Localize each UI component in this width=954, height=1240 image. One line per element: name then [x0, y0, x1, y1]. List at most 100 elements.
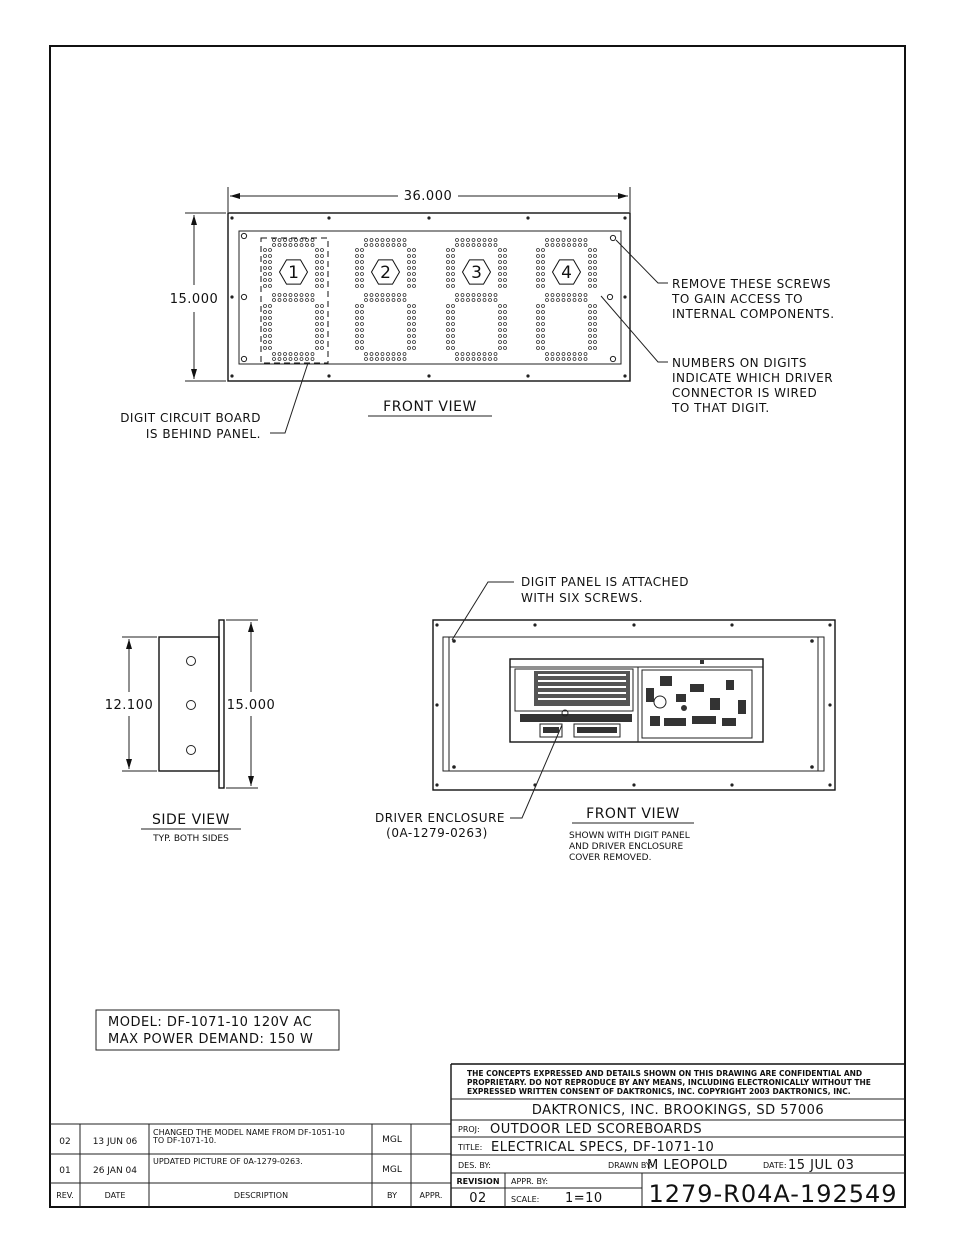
led-pixel	[407, 266, 411, 270]
led-pixel	[482, 243, 487, 247]
led-pixel	[397, 238, 401, 242]
svg-text:NUMBERS ON DIGITS: NUMBERS ON DIGITS	[672, 356, 807, 370]
led-pixel	[593, 266, 597, 270]
led-pixel	[583, 357, 588, 361]
led-pixel	[364, 238, 368, 242]
led-pixel	[320, 284, 324, 288]
led-pixel	[482, 293, 487, 297]
led-pixel	[320, 328, 324, 332]
svg-text:13 JUN 06: 13 JUN 06	[93, 1137, 138, 1147]
led-pixel	[315, 254, 319, 258]
led-pixel	[446, 284, 450, 288]
led-pixel	[277, 352, 282, 356]
led-pixel	[412, 340, 416, 344]
led-pixel	[263, 278, 267, 282]
led-pixel	[320, 316, 324, 320]
led-pixel	[545, 293, 549, 297]
led-pixel	[288, 298, 293, 302]
led-pixel	[364, 243, 368, 247]
led-pixel	[360, 260, 364, 264]
svg-text:02: 02	[59, 1137, 70, 1147]
led-pixel	[503, 310, 507, 314]
led-pixel	[263, 310, 267, 314]
led-pixel	[299, 293, 304, 297]
led-pixel	[355, 328, 359, 332]
led-pixel	[263, 260, 267, 264]
led-pixel	[471, 293, 476, 297]
led-pixel	[277, 238, 282, 242]
led-pixel	[588, 310, 592, 314]
led-pixel	[263, 322, 267, 326]
led-pixel	[572, 352, 577, 356]
note-digit-numbers: NUMBERS ON DIGITS INDICATE WHICH DRIVER …	[671, 356, 833, 415]
led-pixel	[268, 304, 272, 308]
led-pixel	[593, 328, 597, 332]
led-pixel	[593, 254, 597, 258]
led-pixel	[593, 334, 597, 338]
led-pixel	[402, 357, 407, 361]
led-pixel	[407, 334, 411, 338]
led-pixel	[541, 334, 545, 338]
led-pixel	[283, 243, 287, 247]
led-pixel	[493, 357, 498, 361]
led-pixel	[355, 316, 359, 320]
digit-number: 2	[380, 263, 391, 283]
led-pixel	[460, 238, 465, 242]
led-pixel	[503, 304, 507, 308]
led-pixel	[360, 334, 364, 338]
led-pixel	[451, 316, 455, 320]
led-pixel	[588, 248, 592, 252]
led-pixel	[498, 310, 502, 314]
dim-height: 15.000	[170, 292, 219, 307]
led-pixel	[283, 357, 287, 361]
led-pixel	[583, 238, 588, 242]
led-pixel	[355, 304, 359, 308]
led-pixel	[386, 243, 390, 247]
led-pixel	[451, 304, 455, 308]
led-pixel	[593, 340, 597, 344]
led-pixel	[268, 346, 272, 350]
led-pixel	[299, 243, 304, 247]
led-pixel	[593, 310, 597, 314]
led-pixel	[498, 322, 502, 326]
led-pixel	[446, 254, 450, 258]
led-pixel	[536, 334, 540, 338]
led-pixel	[369, 357, 374, 361]
led-pixel	[263, 248, 267, 252]
svg-text:WITH SIX SCREWS.: WITH SIX SCREWS.	[521, 591, 643, 605]
led-pixel	[455, 352, 459, 356]
led-pixel	[556, 293, 560, 297]
led-pixel	[360, 304, 364, 308]
led-pixel	[541, 266, 545, 270]
led-pixel	[588, 340, 592, 344]
led-pixel	[355, 266, 359, 270]
led-pixel	[583, 298, 588, 302]
led-pixel	[556, 298, 560, 302]
led-pixel	[503, 248, 507, 252]
led-pixel	[407, 254, 411, 258]
led-pixel	[263, 266, 267, 270]
svg-text:TO THAT DIGIT.: TO THAT DIGIT.	[671, 401, 770, 415]
led-pixel	[466, 352, 470, 356]
led-pixel	[477, 352, 481, 356]
front-panel-inner	[238, 230, 622, 365]
side-view-title: SIDE VIEW	[152, 812, 230, 828]
led-pixel	[315, 322, 319, 326]
led-pixel	[446, 334, 450, 338]
led-pixel	[305, 243, 309, 247]
led-pixel	[360, 266, 364, 270]
led-pixel	[498, 278, 502, 282]
led-pixel	[451, 248, 455, 252]
led-pixel	[277, 293, 282, 297]
led-pixel	[503, 346, 507, 350]
digit-hexagon	[278, 259, 309, 285]
svg-text:CONNECTOR IS WIRED: CONNECTOR IS WIRED	[672, 386, 817, 400]
led-pixel	[355, 346, 359, 350]
confidential-notice: THE CONCEPTS EXPRESSED AND DETAILS SHOWN…	[467, 1069, 871, 1096]
led-pixel	[268, 322, 272, 326]
led-pixel	[451, 340, 455, 344]
led-pixel	[482, 298, 487, 302]
led-pixel	[541, 248, 545, 252]
svg-text:INDICATE WHICH DRIVER: INDICATE WHICH DRIVER	[672, 371, 833, 385]
led-pixel	[488, 238, 492, 242]
